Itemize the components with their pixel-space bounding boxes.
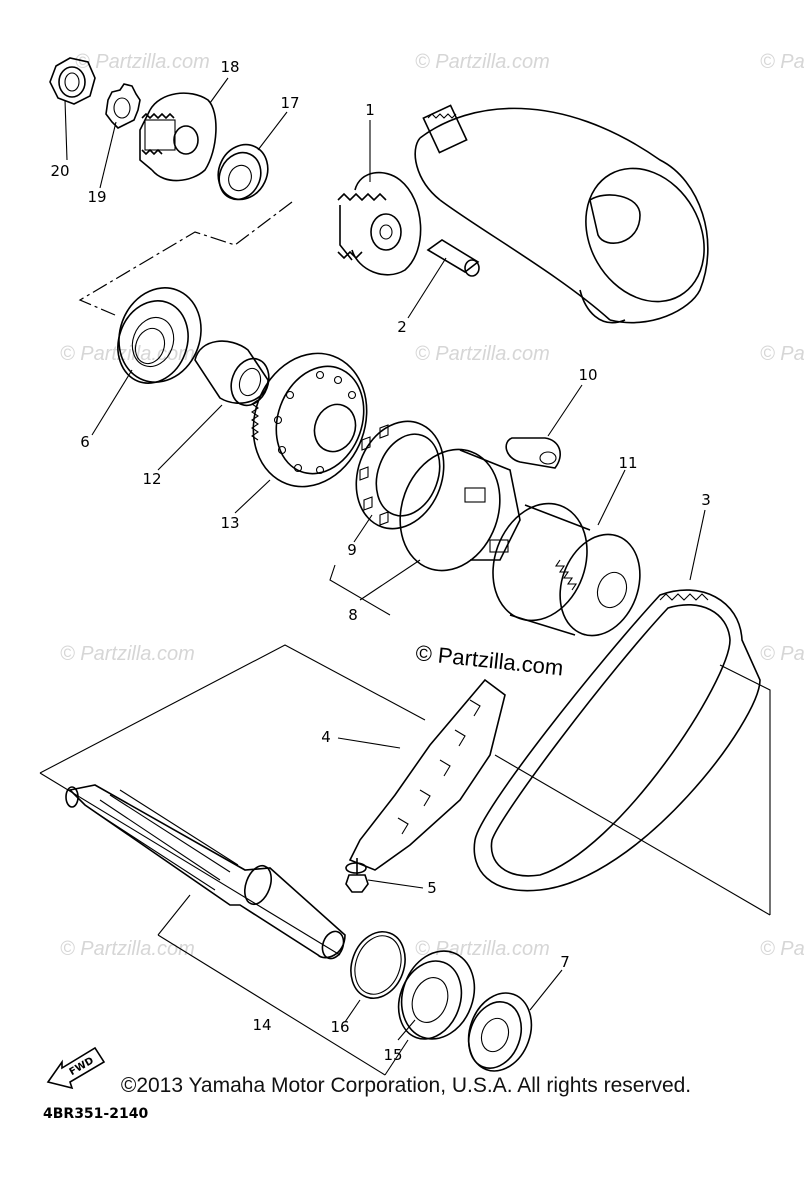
copyright-notice: ©2013 Yamaha Motor Corporation, U.S.A. A… bbox=[120, 1074, 692, 1097]
part-label-1: 1 bbox=[365, 101, 375, 119]
watermark: © Partzilla.com bbox=[415, 51, 550, 73]
gear-part-1 bbox=[337, 171, 422, 276]
part-label-7: 7 bbox=[560, 953, 570, 971]
watermark-main: © Partzilla.com bbox=[414, 640, 564, 680]
watermark: © Partzilla.com bbox=[60, 343, 195, 365]
part-label-20: 20 bbox=[50, 162, 69, 180]
part-label-11: 11 bbox=[618, 454, 637, 472]
collar-part-12 bbox=[194, 340, 270, 407]
lock-washer-part-19 bbox=[105, 83, 141, 129]
watermark: © Pa bbox=[760, 343, 805, 365]
gear-part-18 bbox=[139, 92, 217, 182]
leader-lines bbox=[64, 77, 706, 1041]
part-label-3: 3 bbox=[701, 491, 711, 509]
starter-motor bbox=[414, 104, 709, 324]
part-label-12: 12 bbox=[142, 470, 161, 488]
oil-seal-part-7 bbox=[467, 992, 533, 1072]
diagram-code: 4BR351-2140 bbox=[43, 1106, 148, 1122]
part-labels: 1 2 3 4 5 6 7 8 9 10 11 12 13 14 15 16 1… bbox=[50, 58, 710, 1064]
part-label-9: 9 bbox=[347, 541, 357, 559]
chain-part-3 bbox=[473, 589, 761, 892]
shaft-part-14 bbox=[65, 784, 346, 960]
watermark: © Pa bbox=[760, 643, 805, 665]
assembly-line bbox=[78, 201, 293, 316]
gear-part-11 bbox=[492, 502, 641, 637]
clutch-boss-part-8 bbox=[399, 448, 521, 572]
part-label-8: 8 bbox=[348, 606, 358, 624]
bolt-part-5 bbox=[345, 858, 369, 893]
pin-part-2 bbox=[426, 239, 480, 277]
part-label-4: 4 bbox=[321, 728, 331, 746]
part-label-6: 6 bbox=[80, 433, 90, 451]
bearing-part-6 bbox=[117, 287, 202, 384]
assembly-lines bbox=[39, 564, 771, 1076]
watermark: © Partzilla.com bbox=[75, 51, 210, 73]
bearing-part-15 bbox=[397, 950, 476, 1040]
part-label-13: 13 bbox=[220, 514, 239, 532]
part-label-10: 10 bbox=[578, 366, 597, 384]
clutch-part-9 bbox=[355, 420, 445, 530]
o-ring-part-16 bbox=[350, 931, 406, 999]
nut-part-20 bbox=[49, 57, 96, 105]
part-label-5: 5 bbox=[427, 879, 437, 897]
watermark: © Partzilla.com bbox=[415, 343, 550, 365]
sprocket-part-13 bbox=[251, 352, 368, 488]
chain-guide-part-4 bbox=[345, 678, 506, 874]
plunger-part-10 bbox=[505, 437, 561, 469]
watermark: © Pa bbox=[760, 51, 805, 73]
oil-seal-part-17 bbox=[217, 143, 269, 201]
watermark: © Pa bbox=[760, 938, 805, 960]
part-label-16: 16 bbox=[330, 1018, 349, 1036]
part-label-2: 2 bbox=[397, 318, 407, 336]
watermark: © Partzilla.com bbox=[60, 938, 195, 960]
watermark: © Partzilla.com bbox=[60, 643, 195, 665]
part-label-17: 17 bbox=[280, 94, 299, 112]
part-label-14: 14 bbox=[252, 1016, 271, 1034]
part-label-15: 15 bbox=[383, 1046, 402, 1064]
part-label-18: 18 bbox=[220, 58, 239, 76]
watermark-layer: © Partzilla.com © Partzilla.com © Pa © P… bbox=[60, 51, 805, 960]
part-label-19: 19 bbox=[87, 188, 106, 206]
watermark: © Partzilla.com bbox=[415, 938, 550, 960]
